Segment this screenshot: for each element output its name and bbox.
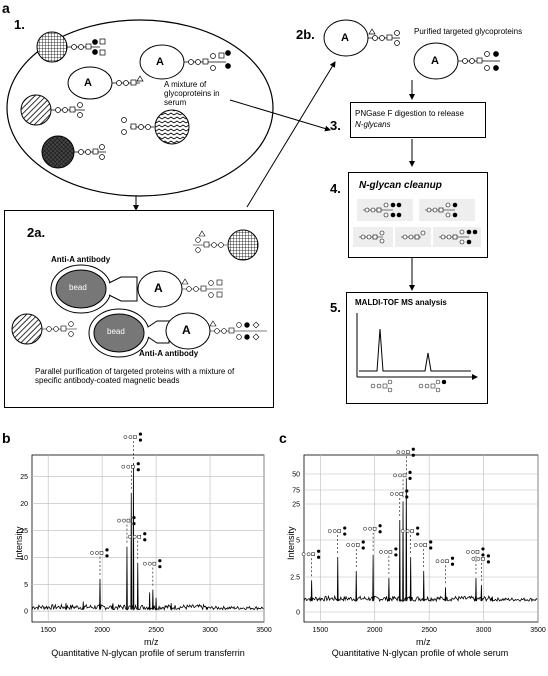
glycan-structure-icon [400,526,420,536]
x-tick-label: 2000 [367,627,383,634]
purified-antigen-label-2: A [431,55,439,67]
bead-label-top: bead [69,283,87,292]
y-tick-label: 5 [24,582,28,589]
y-tick-label: 20 [20,501,28,508]
step-3-label: 3. [330,118,341,133]
capture-caption: Parallel purification of targeted protei… [35,367,235,385]
cleanup-box: N-glycan cleanup [348,172,488,258]
x-tick-label: 2500 [421,627,437,634]
glycan-structure-icon [435,556,455,566]
chart-c-caption: Quantitative N-glycan profile of whole s… [331,648,509,658]
step-1-label: 1. [14,17,25,32]
glycan-structure-icon [143,559,162,569]
bead-label-bottom: bead [107,327,125,336]
plot-frame [303,454,539,623]
glycan-structure-icon [379,547,398,557]
glycan-structure-icon [389,489,409,499]
serum-antigen-label-2: A [84,77,92,89]
glycan-structure-icon [393,470,412,480]
y-tick-label: 75 [292,488,300,495]
panel-label-a: a [2,0,10,16]
y-tick-label: 25 [20,474,28,481]
y-tick-label: 2.5 [290,575,300,582]
maldi-box: MALDI-TOF MS analysis [346,292,488,404]
glycan-structure-icon [363,524,382,534]
glycoprotein-zigzag-circle [154,109,190,145]
x-tick-label: 1500 [313,627,329,634]
bead-bottom [93,313,145,353]
glycan-structure-icon [346,540,365,550]
glycan-structure-icon [117,515,136,526]
glycan-structure-icon [327,526,347,536]
glycan-structure-icon [123,432,143,442]
serum-mixture-text: A mixture of glycoproteins in serum [164,80,220,107]
step-5-label: 5. [330,300,341,315]
step-4-label: 4. [330,181,341,196]
y-tick-label: 0 [296,610,300,617]
x-tick-label: 1500 [40,627,56,634]
purified-text: Purified targeted glycoproteins [414,27,523,36]
chart-c-ylabel: Intensity [286,526,296,560]
x-tick-label: 2500 [148,627,164,634]
pngase-glycan-text: N-glycans [355,120,391,129]
y-tick-label: 15 [20,528,28,535]
y-tick-label: 50 [292,472,300,479]
antibody-label-bottom: Anti-A antibody [139,349,199,358]
glycan-structure-icon [466,547,485,557]
y-tick-label: 25 [292,502,300,509]
purified-antigen-label-1: A [341,32,349,44]
pngase-text: PNGase F digestion to release [355,109,464,118]
panel-label-c: c [279,430,287,446]
maldi-title: MALDI-TOF MS analysis [355,298,447,307]
pngase-box: PNGase F digestion to release N-glycans [350,102,486,138]
x-tick-label: 3500 [530,627,546,634]
cleanup-title: N-glycan cleanup [359,180,442,191]
y-tick-label: 10 [20,555,28,562]
chart-b-caption: Quantitative N-glycan profile of serum t… [51,648,245,658]
cleanup-glycans [353,199,481,247]
maldi-spectrum [356,313,478,393]
capture-antigen-top: A [154,281,163,295]
x-tick-label: 3000 [202,627,218,634]
plot-frame [31,454,265,623]
y-tick-label: 5 [296,538,300,545]
x-tick-label: 3500 [256,627,272,634]
spectrum-line [303,478,538,603]
capture-diagram [11,229,267,358]
y-tick-label: 0 [24,609,28,616]
panel-label-b: b [2,430,11,446]
antibody-label-top: Anti-A antibody [51,255,111,264]
glycan-structure-icon [471,554,491,564]
step-2b-label: 2b. [296,27,315,42]
capture-antigen-bottom: A [182,323,191,337]
step-2a-label: 2a. [27,225,46,240]
glycan-chains [51,38,231,160]
chart-c-xlabel: m/z [416,637,431,647]
serum-antigen-label-1: A [156,56,164,68]
bead-top [55,269,107,309]
capture-box: 2a. Anti-A antibody bead A bead A Anti-A… [4,210,274,408]
x-tick-label: 3000 [476,627,492,634]
x-tick-label: 2000 [94,627,110,634]
glycan-structure-icon [121,462,140,472]
glycan-structure-icon [127,532,147,542]
chart-b-xlabel: m/z [144,637,159,647]
glycan-structure-icon [396,447,415,457]
glycan-structure-icon [90,548,109,558]
spectrum-line [31,463,264,611]
glycan-structure-icon [301,549,321,559]
glycan-structure-icon [413,540,433,550]
